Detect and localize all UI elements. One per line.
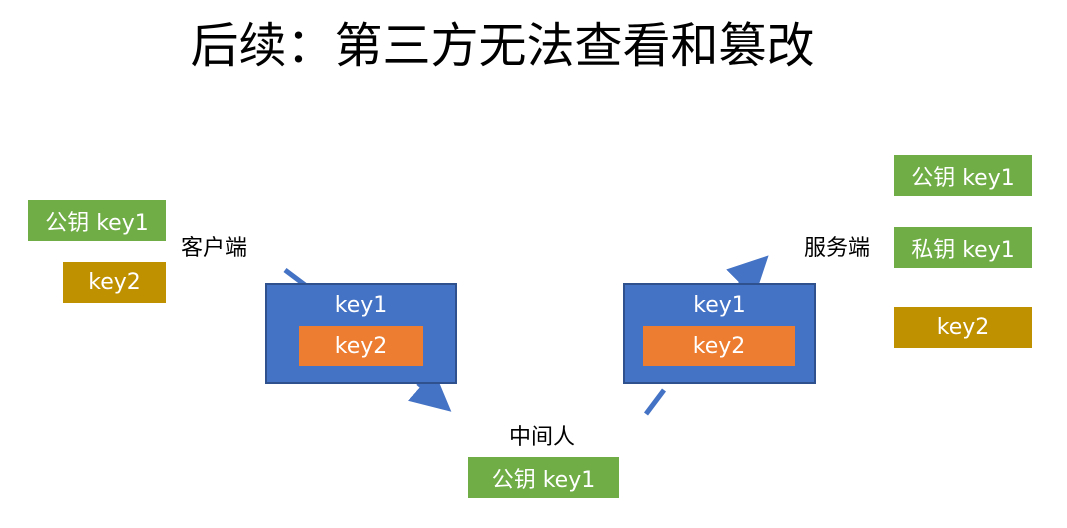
client-label: 客户端 [181,236,248,261]
page-title: 后续：第三方无法查看和篡改 [190,18,815,74]
arrow-packet-to-middleman [408,370,452,412]
middleman-public-key: 公钥 key1 [468,457,619,498]
packet-right: key1 key2 [623,283,816,384]
middleman-label: 中间人 [509,425,576,450]
arrow-packet-to-server [726,255,769,298]
packet-left-key2: key2 [299,326,423,366]
server-label: 服务端 [804,236,871,261]
server-private-key: 私钥 key1 [894,227,1032,268]
server-public-key: 公钥 key1 [894,155,1032,196]
arrow-middleman-to-packet [644,388,666,416]
packet-right-key1: key1 [693,293,746,318]
client-key2: key2 [63,262,166,303]
server-key2: key2 [894,307,1032,348]
packet-right-key2: key2 [643,326,795,366]
packet-left-key1: key1 [334,293,388,318]
packet-left: key1 key2 [265,283,457,384]
client-public-key: 公钥 key1 [28,200,166,241]
